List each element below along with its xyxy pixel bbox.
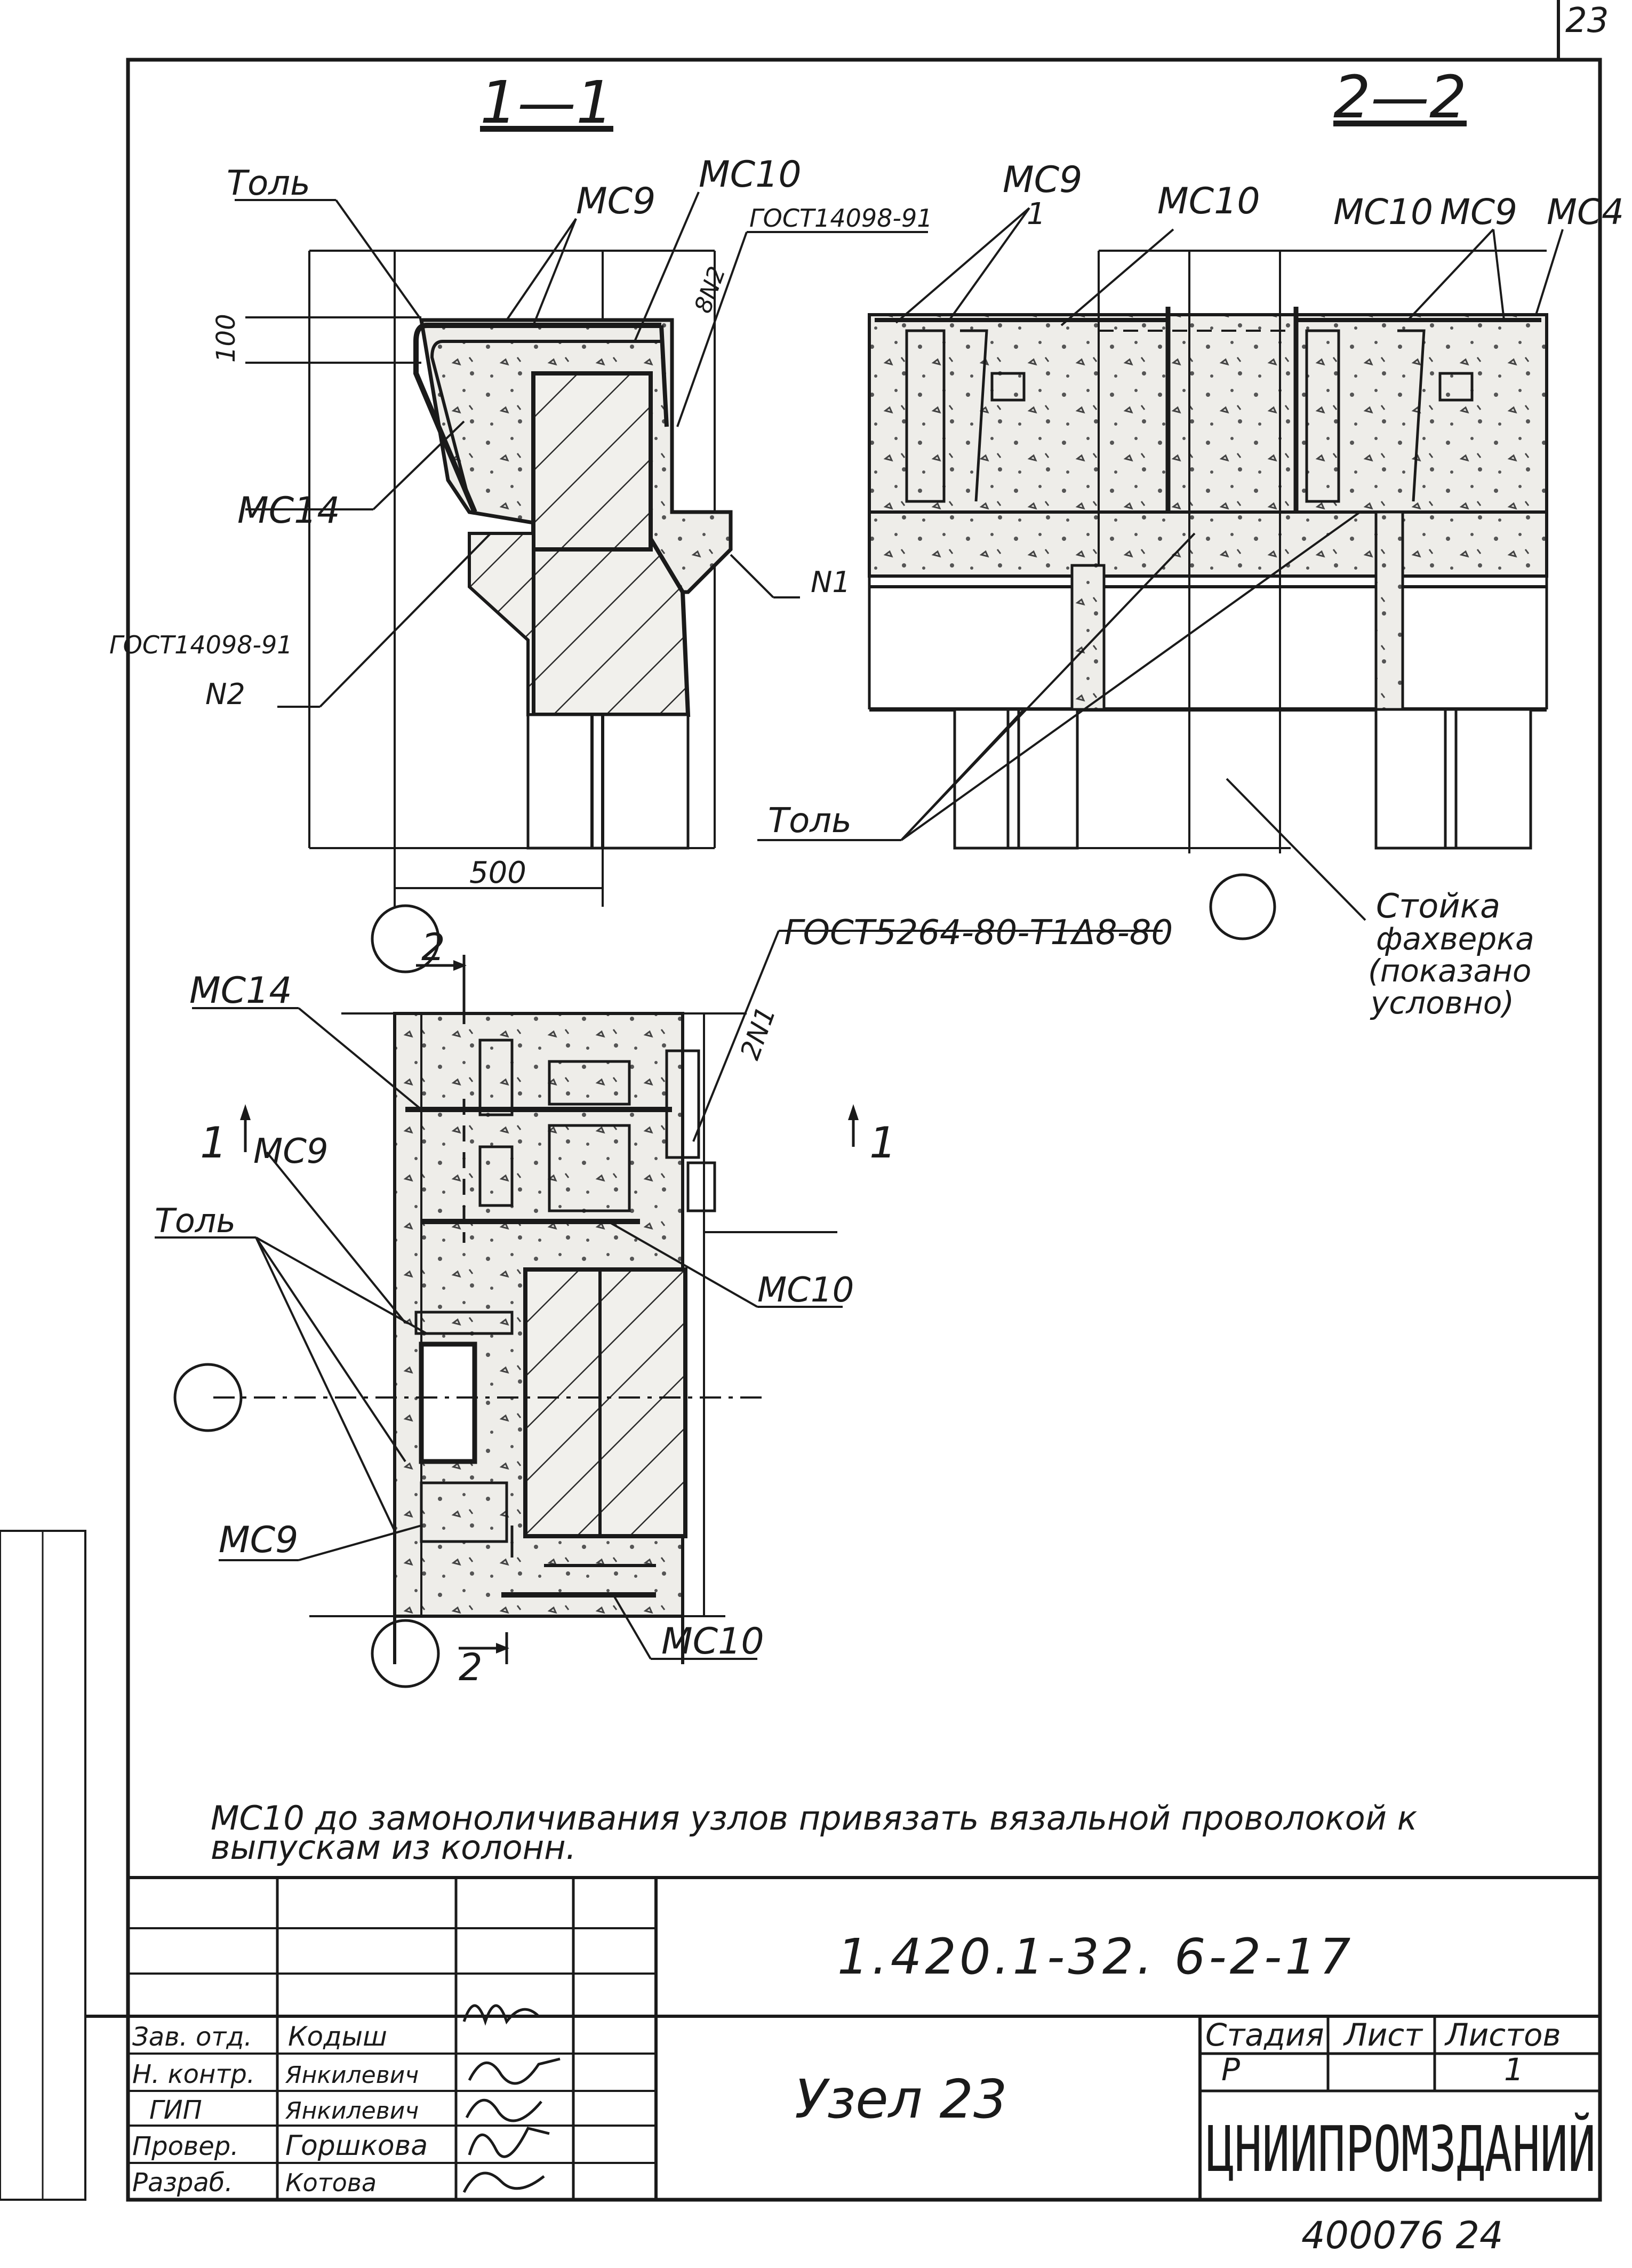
cut-mark-1-right: 1 [869, 1118, 897, 1168]
role-zav-otd: Зав. отд. [132, 2022, 252, 2052]
section-1-1-title: 1—1 [480, 68, 613, 137]
label-weld-top: 8N2 [689, 263, 731, 317]
grid-axis-marker [371, 1619, 440, 1688]
label-tol-plan: Толь [155, 1201, 236, 1240]
grid-axis-marker [173, 1363, 243, 1432]
label-mc10-b: МС10 [1333, 191, 1433, 233]
cut-mark-2-bottom: 2 [459, 1646, 483, 1689]
sheets-value: 1 [1504, 2051, 1524, 2088]
grid-axis-marker [371, 904, 440, 973]
label-mc9-a: МС9 [1003, 159, 1082, 201]
label-mc9-plan-bottom: МС9 [219, 1519, 298, 1561]
label-post-line2: фахверка [1376, 921, 1534, 957]
label-mc9-b: МС9 [1440, 191, 1517, 233]
organization-name: ЦНИИПРОМЗДАНИЙ [1206, 2112, 1596, 2186]
role-razrab: Разраб. [132, 2168, 233, 2198]
label-mc14-plan: МС14 [189, 970, 292, 1012]
general-note: МС10 до замоноличивания узлов привязать … [211, 1799, 1418, 1867]
document-code: 1.420.1-32. 6-2-17 [837, 1928, 1354, 1985]
label-mc10-plan-bottom: МС10 [661, 1620, 764, 1663]
label-mc9-plan-top: МС9 [253, 1132, 329, 1171]
name-prover: Горшкова [285, 2130, 428, 2162]
note-line-1: МС10 до замоноличивания узлов привязать … [211, 1799, 1418, 1838]
label-post-line1: Стойка [1376, 887, 1500, 925]
name-n-kontr: Янкилевич [285, 2062, 419, 2089]
sheet-frame [0, 0, 1602, 2202]
label-post-line4: условно) [1370, 985, 1514, 1021]
grid-axis-marker [1209, 873, 1276, 940]
page-corner-number: 23 [1565, 1, 1609, 41]
archive-number: 400076 24 [1301, 2214, 1503, 2257]
label-gost-weld: ГОСТ5264-80-Т1Δ8-80 [784, 913, 1173, 953]
name-razrab: Котова [285, 2168, 377, 2197]
label-n2: N2 [205, 677, 245, 711]
label-weld-2n1: 2N1 [734, 1002, 782, 1064]
role-prover: Провер. [132, 2131, 238, 2161]
dimension-500: 500 [469, 856, 526, 890]
section-2-2-title: 2—2 [1333, 63, 1467, 131]
note-line-2: выпускам из колонн. [211, 1828, 576, 1867]
label-mc10-a: МС10 [1157, 180, 1260, 222]
name-gip: Янкилевич [285, 2097, 419, 2125]
node-title: Узел 23 [795, 2068, 1007, 2130]
section-2-2: 2—2 [757, 63, 1624, 1021]
role-gip: ГИП [149, 2095, 202, 2125]
plan-view: ГОСТ5264-80-Т1Δ8-80 2N1 МС14 1 1 2 2 МС9… [155, 904, 1173, 1689]
label-mark-1: 1 [1027, 197, 1046, 231]
role-n-kontr: Н. контр. [132, 2059, 255, 2089]
label-mc14: МС14 [237, 490, 340, 532]
label-gost-top: ГОСТ14098-91 [749, 204, 933, 233]
stage-header: Стадия [1205, 2017, 1324, 2053]
sheet-header: Лист [1343, 2017, 1423, 2053]
label-gost-left: ГОСТ14098-91 [109, 630, 293, 659]
cut-mark-2-top: 2 [421, 925, 445, 969]
label-post-line3: (показано [1368, 953, 1531, 989]
label-mc10-plan-right: МС10 [757, 1271, 854, 1310]
name-zav-otd: Кодыш [288, 2021, 387, 2052]
label-mc4: МС4 [1547, 191, 1624, 233]
label-tol: Толь [227, 164, 310, 203]
label-mc10: МС10 [699, 154, 802, 196]
sheets-header: Листов [1444, 2017, 1561, 2053]
dimension-100: 100 [211, 314, 241, 363]
signatures [462, 2004, 571, 2193]
section-1-1: 1—1 [109, 68, 933, 907]
label-mc9: МС9 [576, 180, 655, 222]
title-block: 1.420.1-32. 6-2-17 Узел 23 Стадия Лист Л… [85, 1876, 1600, 2257]
cut-mark-1-left: 1 [200, 1118, 227, 1168]
label-tol-section-2: Толь [768, 801, 852, 841]
label-n1: N1 [811, 565, 851, 599]
stage-value: Р [1221, 2051, 1240, 2088]
